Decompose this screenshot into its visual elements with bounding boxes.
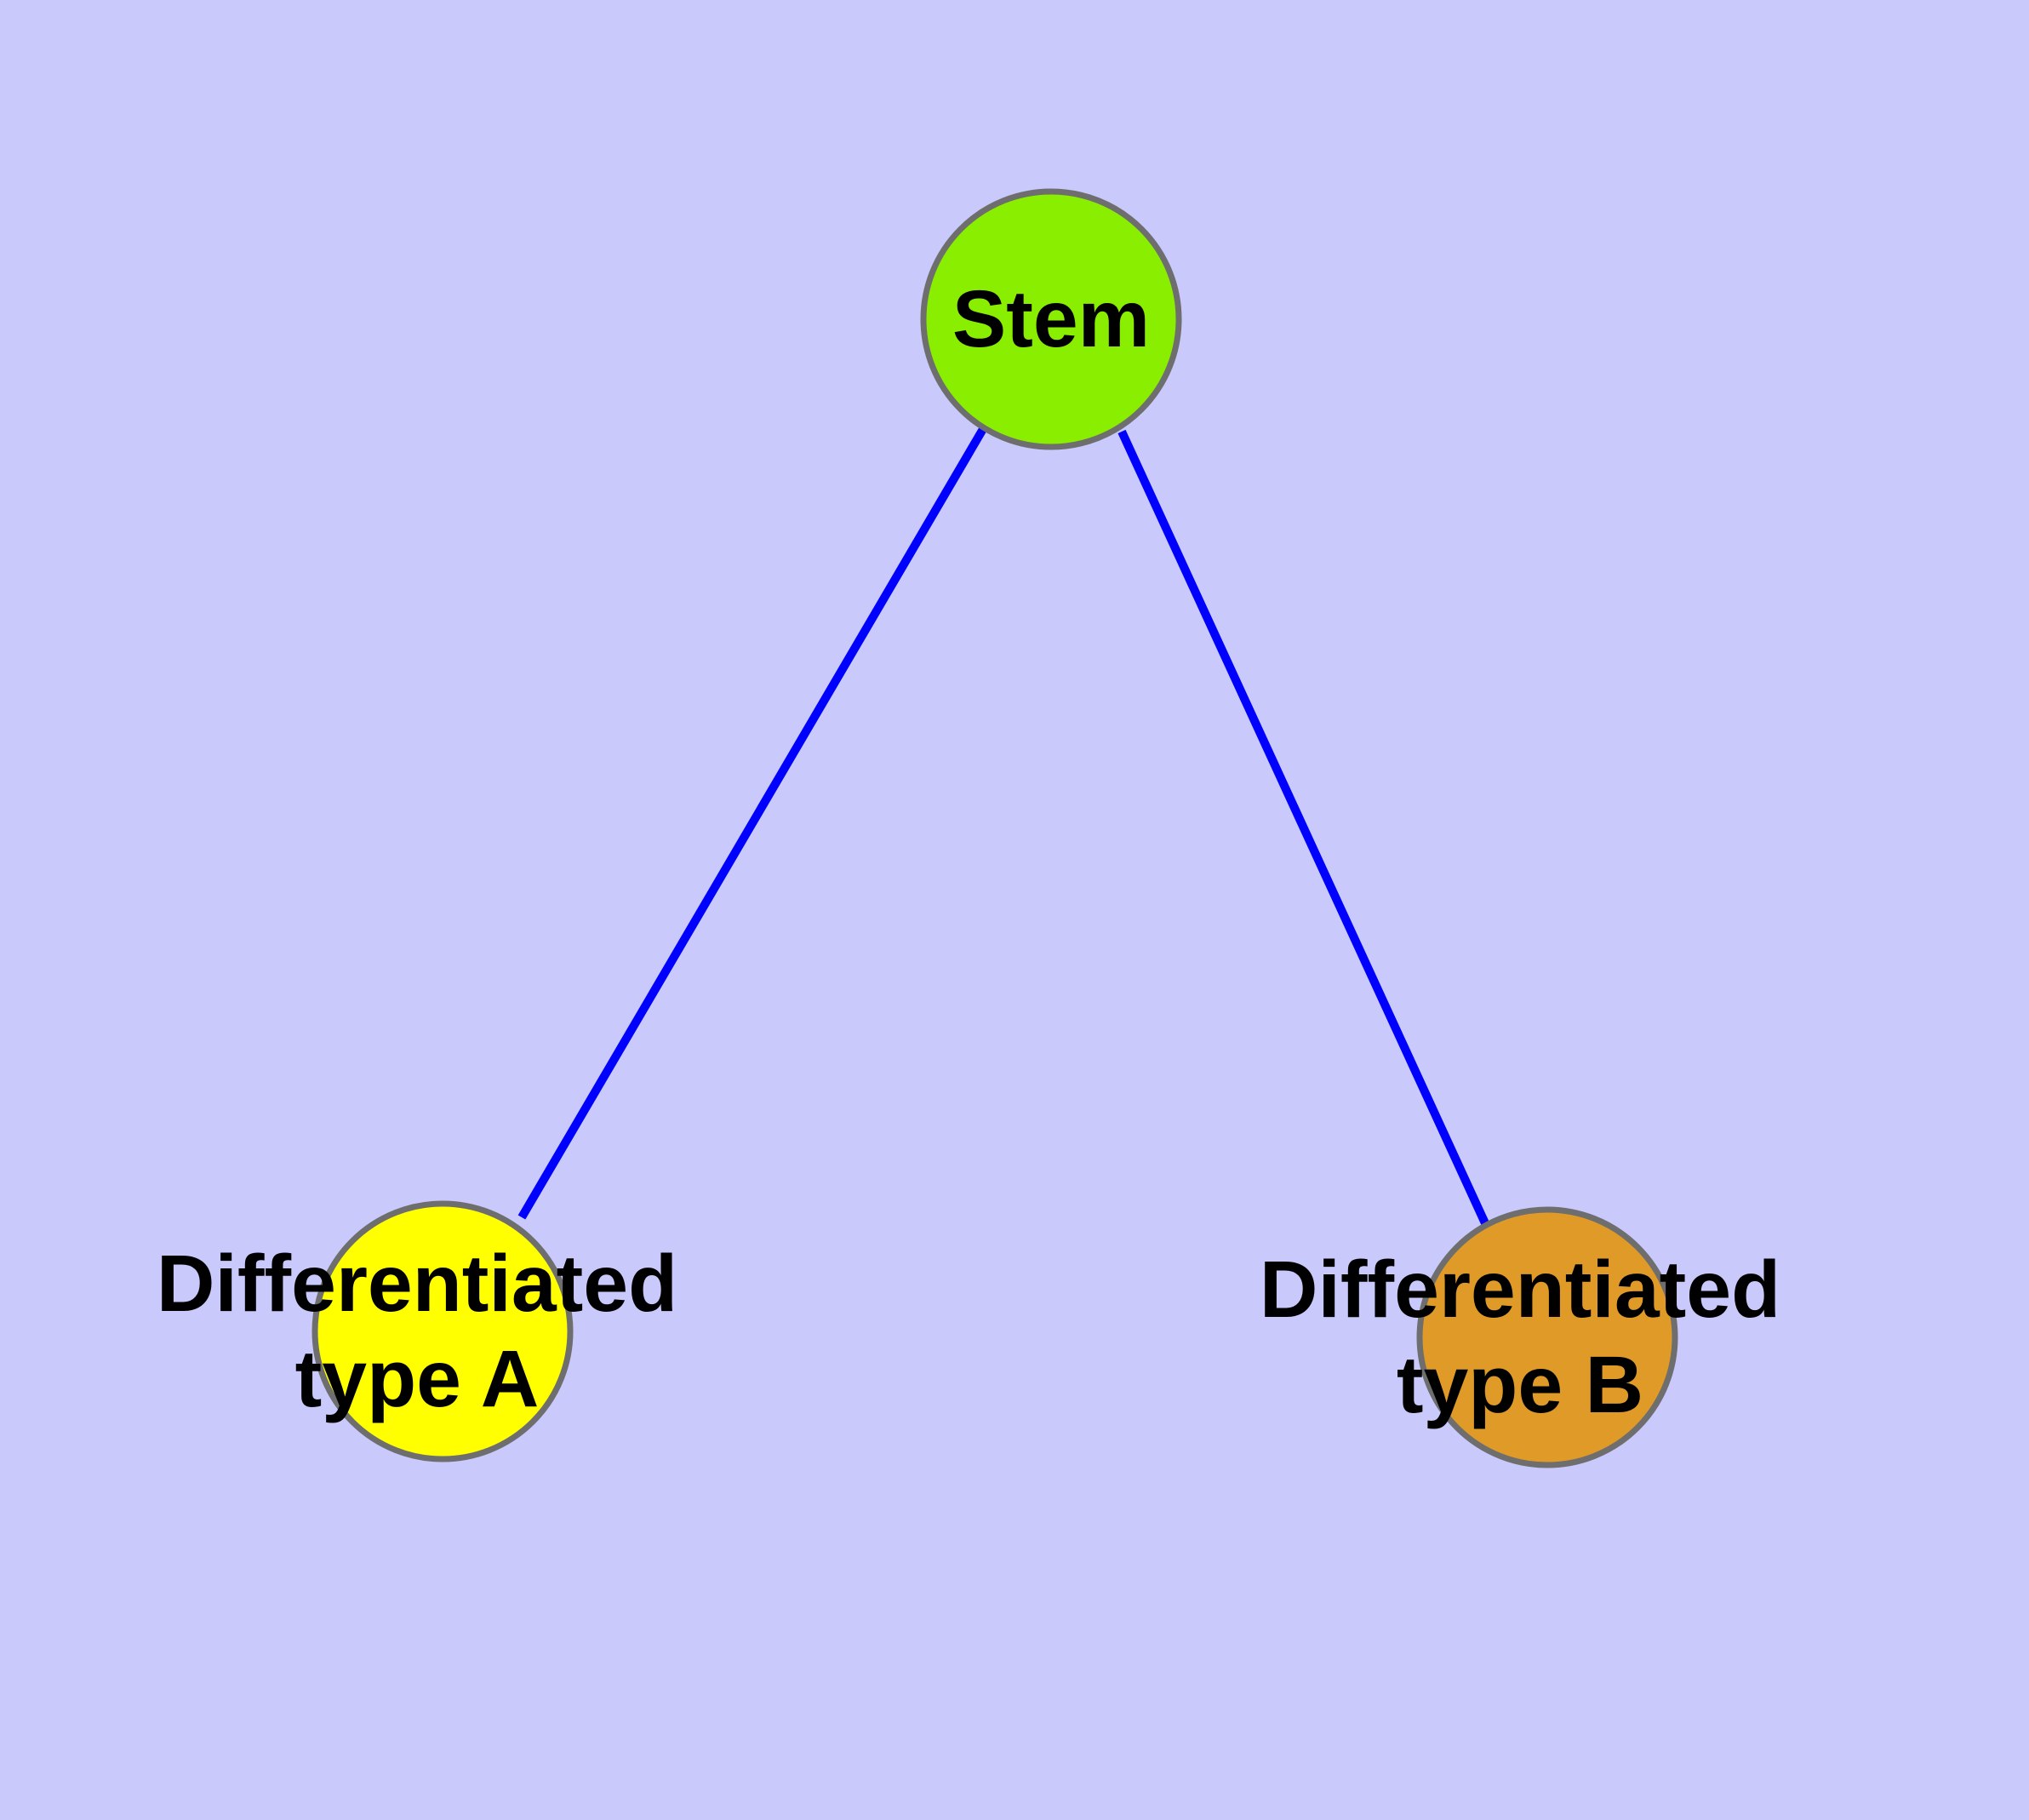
graph-edge-stem-to-diff-a: [517, 426, 987, 1220]
graph-node-label-line: type A: [295, 1334, 540, 1424]
graph-node-label-stem: Stem: [952, 274, 1150, 364]
graph-node-label-line: Differentiated: [1260, 1245, 1780, 1335]
edges-layer: [517, 426, 1489, 1226]
nodes-layer: [311, 188, 1678, 1468]
graph-edge-stem-to-diff-b: [1117, 429, 1489, 1226]
graph-node-label-line: Stem: [952, 274, 1150, 364]
graph-node-stem[interactable]: [920, 188, 1182, 450]
graph-node-label-line: Differentiated: [157, 1239, 677, 1329]
graph-node-diff-a[interactable]: [311, 1200, 574, 1462]
graph-node-label-line: type B: [1397, 1340, 1643, 1430]
graph-node-diff-b[interactable]: [1416, 1206, 1678, 1468]
